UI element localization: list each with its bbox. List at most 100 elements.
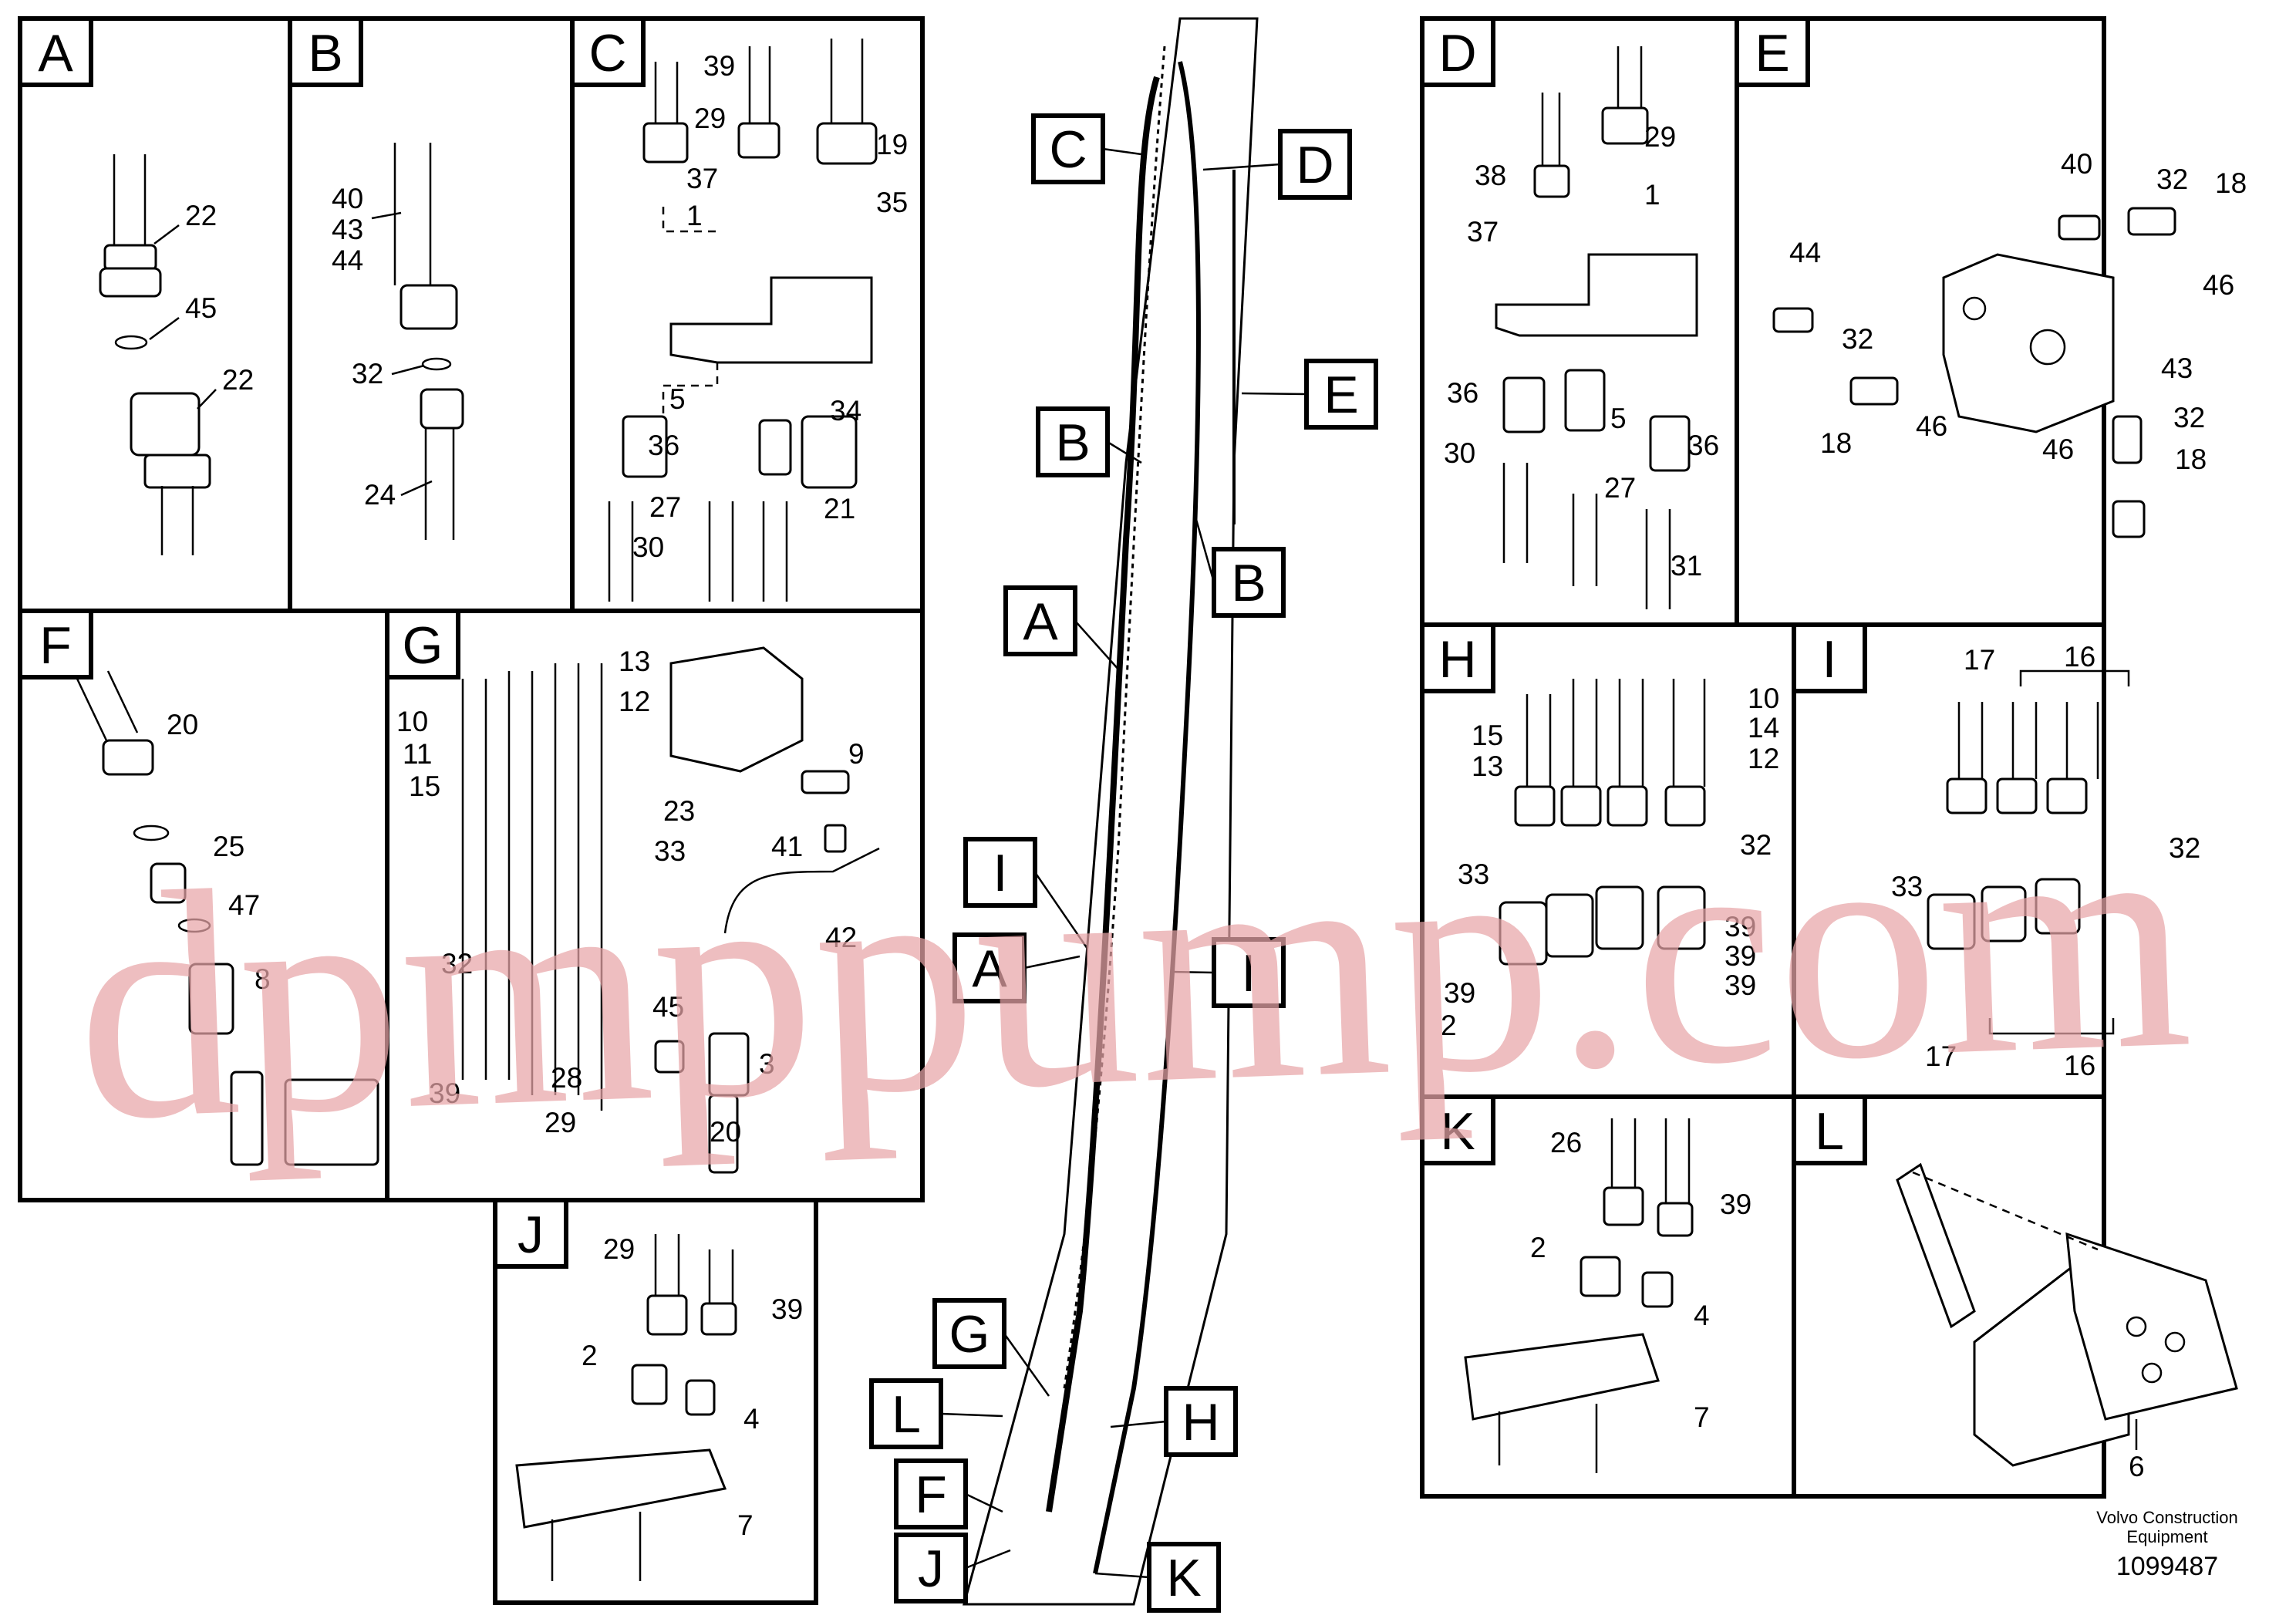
coupling-drawing	[76, 670, 379, 1166]
panel-d: D 29 38 1 37 36 5 36 30 27 31	[1420, 16, 1739, 627]
callout-44: 44	[1789, 237, 1821, 268]
callout-43: 43	[2161, 352, 2193, 384]
callout-27: 27	[649, 491, 681, 523]
callout-21: 21	[824, 493, 855, 524]
callouts-l: 6	[2129, 1419, 2145, 1482]
callout-2: 2	[1441, 1010, 1457, 1041]
callout-30: 30	[632, 531, 664, 563]
callout-10: 10	[1748, 683, 1779, 714]
boom-label-b: B	[1055, 413, 1090, 472]
callout-32b: 32	[1842, 323, 1873, 355]
callout-8: 8	[255, 963, 271, 995]
callout-16: 16	[2064, 641, 2095, 673]
callout-29: 29	[544, 1107, 576, 1138]
callout-18b: 18	[1820, 427, 1852, 459]
callout-15: 12	[1748, 743, 1779, 774]
plate-drawing	[1896, 1162, 2238, 1467]
callouts-i: 17 16 32 33 17 16	[1891, 641, 2200, 1081]
callout-13: 13	[1472, 750, 1503, 782]
callout-10: 10	[396, 706, 428, 737]
callout-46c: 46	[2042, 433, 2074, 465]
callout-28: 28	[551, 1062, 582, 1094]
callouts-f: 20 25 47 8	[167, 709, 271, 995]
boom-label-f: F	[915, 1465, 947, 1524]
callout-3: 3	[759, 1048, 775, 1080]
panel-i-letter: I	[1822, 630, 1837, 689]
callout-42: 42	[825, 922, 857, 953]
valve-drawing	[1772, 207, 2176, 538]
callout-40: 40	[2061, 148, 2092, 180]
panel-g-letter: G	[403, 616, 443, 675]
panel-k: K 26 39 2 4 7	[1420, 1094, 1796, 1499]
valve-and-hoses-drawing	[461, 646, 880, 1174]
callout-18: 18	[2215, 167, 2247, 199]
boom-label-l: L	[892, 1385, 921, 1444]
hose-assembly-drawing	[393, 143, 464, 540]
bracket-drawing	[608, 39, 878, 602]
callout-29: 29	[1644, 121, 1676, 153]
panel-j: J 29 39 2 4 7	[493, 1198, 818, 1605]
callout-4: 4	[1694, 1300, 1710, 1331]
callout-32: 32	[441, 948, 473, 980]
callouts-e: 40 32 18 44 46 32 43 18 46 32 46 18	[1789, 148, 2247, 475]
callout-45: 45	[652, 991, 684, 1023]
panel-b-letter: B	[308, 24, 342, 83]
boom-label-a: A	[1023, 592, 1058, 651]
callout-33: 33	[654, 835, 686, 867]
boom-label-d: D	[1296, 136, 1333, 194]
callout-27: 27	[1604, 472, 1636, 504]
panel-l: L 6	[1792, 1094, 2238, 1499]
boom-label-k: K	[1166, 1549, 1201, 1607]
callout-39: 39	[703, 50, 735, 82]
maker-name-line1: Volvo Construction	[2096, 1508, 2237, 1527]
hose-assembly-drawing	[99, 154, 211, 555]
callout-2: 2	[582, 1340, 598, 1371]
callouts-j: 29 39 2 4 7	[582, 1233, 803, 1541]
callout-34: 34	[830, 395, 861, 427]
boom-label-a2: A	[972, 939, 1007, 998]
watermark-text: dpmppump.com	[70, 755, 2196, 1188]
callout-33: 33	[1458, 858, 1489, 890]
callout-46: 46	[2203, 269, 2234, 301]
manifold-drawing	[515, 1234, 737, 1581]
callout-15: 15	[409, 771, 440, 802]
callout-7: 7	[1694, 1401, 1710, 1433]
callout-45: 45	[185, 292, 217, 324]
boom-label-i: I	[993, 844, 1008, 902]
callout-6: 6	[2129, 1451, 2145, 1482]
callout-7: 7	[737, 1509, 754, 1541]
callout-30: 30	[1444, 437, 1475, 469]
callouts-c: 39 29 19 37 35 1 5 34 36 27 21 30	[632, 50, 908, 563]
callout-29: 29	[603, 1233, 635, 1265]
callout-31: 31	[1671, 550, 1702, 582]
boom-label-g: G	[949, 1305, 990, 1364]
hose-ends-drawing	[1499, 679, 1706, 966]
panel-e: E 40 32 18 44 46 32 43 18 46 32 46 18	[1735, 16, 2247, 627]
boom-label-i2: I	[1242, 944, 1256, 1003]
callout-36b: 36	[1687, 430, 1719, 461]
boom-callouts: C D E B B A I A I G L H	[869, 113, 1378, 1613]
manifold-drawing	[1464, 1118, 1694, 1473]
callout-32c: 32	[2173, 402, 2205, 433]
callout-37: 37	[686, 163, 718, 194]
callout-18c: 18	[2175, 443, 2207, 475]
callout-20: 20	[167, 709, 198, 740]
panel-a: A 22 45 22	[18, 16, 292, 613]
callout-12: 12	[619, 686, 650, 717]
callout-38: 38	[1475, 160, 1506, 191]
callout-47: 47	[228, 889, 260, 921]
callout-4: 4	[743, 1403, 760, 1435]
panel-i: I 17 16 32 33 17 16	[1792, 622, 2200, 1099]
bracket-drawing	[1495, 46, 1698, 609]
callout-46b: 46	[1916, 410, 1947, 442]
callout-37: 37	[1467, 216, 1499, 248]
callout-12: 15	[1472, 720, 1503, 751]
callout-14: 14	[1748, 712, 1779, 744]
callout-44: 44	[332, 244, 363, 276]
callout-5: 5	[1610, 403, 1627, 434]
boom-label-h: H	[1182, 1393, 1219, 1452]
callout-41: 41	[771, 831, 803, 862]
callout-39d: 39	[1444, 977, 1475, 1009]
panel-h: H 10 14 15 12 13 32 33 39 39 39 39 2	[1420, 622, 1796, 1099]
panel-k-letter: K	[1440, 1102, 1475, 1161]
